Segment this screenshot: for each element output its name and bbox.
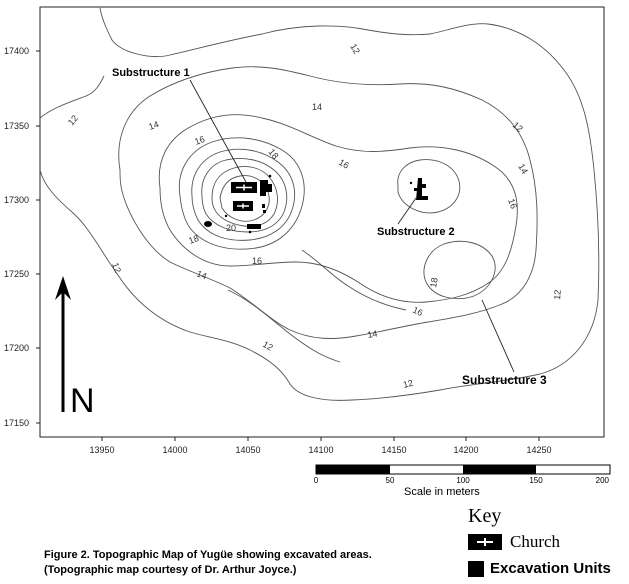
caption-line-2: (Topographic map courtesy of Dr. Arthur …	[44, 564, 297, 576]
scale-bar: 0 50 100 150 200 Scale in meters	[314, 464, 611, 498]
excavation-unit	[414, 188, 417, 191]
contour-label: 16	[193, 134, 206, 147]
key-units-label: Excavation Units	[490, 560, 611, 577]
contour-label: 16	[411, 305, 424, 318]
contour-label: 14	[312, 102, 322, 112]
north-arrow: N	[55, 276, 95, 420]
key-title: Key	[468, 505, 502, 527]
contour-16-s2	[397, 159, 461, 214]
excavation-unit	[247, 224, 261, 229]
substructure-2-label: Substructure 2	[377, 226, 455, 238]
excavation-unit	[416, 178, 428, 200]
x-tick-label: 14000	[162, 445, 187, 455]
scale-tick-label: 50	[386, 476, 395, 485]
scale-tick-label: 150	[529, 476, 543, 485]
substructure-1-label: Substructure 1	[112, 67, 190, 79]
excavation-features	[204, 174, 428, 234]
map-frame	[39, 6, 605, 438]
contour-label: 14	[147, 119, 160, 132]
contour-14	[118, 66, 538, 339]
scale-label: Scale in meters	[404, 486, 480, 498]
contour-12-inner	[227, 289, 341, 363]
contour-labels: 12 12 12 12 12 12 12 14 14 14 14 14 16 1…	[66, 42, 563, 390]
substructure-3-label: Substructure 3	[462, 373, 547, 387]
contour-label: 12	[552, 289, 563, 300]
arrow-head-icon	[55, 276, 71, 300]
key-units-row: Excavation Units	[468, 560, 611, 577]
contour-label: 16	[337, 157, 351, 171]
contour-12-outer	[39, 7, 600, 401]
y-tick-label: 17400	[4, 46, 29, 56]
contour-label: 12	[110, 261, 123, 274]
contour-label: 12	[511, 120, 525, 134]
contour-12-topleft	[39, 75, 105, 119]
y-tick-label: 17350	[4, 121, 29, 131]
contour-label: 14	[195, 268, 208, 281]
units-swatch-icon	[468, 560, 484, 577]
contour-label: 18	[428, 277, 440, 289]
contour-label: 16	[506, 197, 519, 210]
contour-16	[158, 114, 518, 303]
contour-18-s3	[423, 240, 496, 300]
excavation-unit	[263, 210, 266, 213]
contour-label: 14	[516, 162, 530, 176]
x-axis: 13950 14000 14050 14100 14150 14200 1425…	[89, 437, 552, 455]
excavation-unit	[204, 221, 212, 227]
x-tick-label: 14250	[526, 445, 551, 455]
north-label: N	[70, 382, 95, 420]
scale-tick-label: 100	[456, 476, 470, 485]
figure-caption: Figure 2. Topographic Map of Yugüe showi…	[44, 548, 372, 578]
contour-label: 16	[252, 256, 262, 266]
y-tick-label: 17300	[4, 195, 29, 205]
y-tick-label: 17200	[4, 343, 29, 353]
y-axis: 17400 17350 17300 17250 17200 17150	[4, 46, 40, 428]
contour-ring-1	[178, 137, 305, 250]
x-tick-label: 13950	[89, 445, 114, 455]
caption-line-1: Figure 2. Topographic Map of Yugüe showi…	[44, 549, 372, 561]
x-tick-label: 14050	[235, 445, 260, 455]
contour-label: 12	[66, 113, 80, 127]
contour-label: 18	[266, 147, 280, 161]
contour-ring-4	[211, 166, 278, 227]
key-church-label: Church	[510, 532, 561, 551]
contour-label: 14	[367, 328, 379, 340]
contour-label: 12	[348, 42, 362, 56]
contour-label: 12	[402, 378, 414, 390]
x-tick-label: 14200	[453, 445, 478, 455]
contour-label: 20	[226, 223, 236, 233]
contour-label: 18	[187, 233, 200, 246]
key-church-row: Church	[468, 532, 560, 552]
scale-tick-label: 200	[596, 476, 610, 485]
contour-lines	[39, 7, 600, 401]
scale-tick-label: 0	[314, 476, 319, 485]
contour-ring-5	[219, 175, 270, 222]
leader-lines	[189, 79, 515, 373]
contour-14-lobe	[301, 249, 407, 311]
y-tick-label: 17250	[4, 269, 29, 279]
contour-ring-2	[191, 148, 296, 241]
church-swatch-icon	[468, 534, 502, 550]
contour-label: 12	[261, 339, 275, 353]
x-tick-label: 14100	[308, 445, 333, 455]
y-tick-label: 17150	[4, 418, 29, 428]
excavation-unit	[262, 204, 265, 208]
substructure-labels: Substructure 1 Substructure 2 Substructu…	[112, 67, 547, 387]
x-tick-label: 14150	[381, 445, 406, 455]
contour-ring-3	[201, 158, 288, 233]
excavation-unit	[260, 180, 272, 196]
